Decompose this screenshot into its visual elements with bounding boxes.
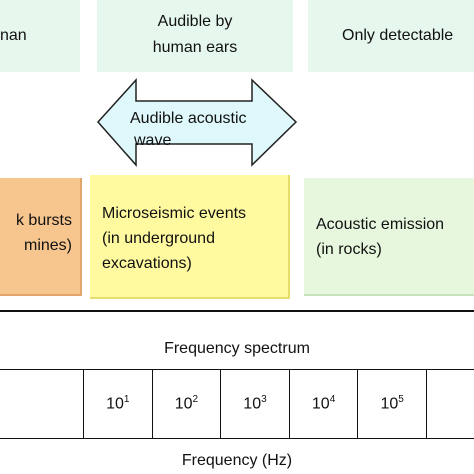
microseismic-line2: (in underground <box>102 230 215 247</box>
arrow-label-line1: Audible acoustic <box>130 110 247 127</box>
frequency-spectrum-table: 101 102 103 104 105 <box>0 369 474 439</box>
acoustic-emission-line2: (in rocks) <box>316 241 382 258</box>
freq-base: 10 <box>174 395 193 413</box>
audible-by-human-box: Audible by human ears <box>97 0 293 72</box>
freq-base: 10 <box>311 395 330 413</box>
freq-exp: 1 <box>123 394 130 406</box>
rock-bursts-line2: mines) <box>23 237 72 254</box>
rock-bursts-line1: k bursts <box>15 212 72 229</box>
microseismic-line3: excavations) <box>102 255 192 272</box>
acoustic-emission-box: Acoustic emission (in rocks) <box>304 178 474 296</box>
freq-exp: 2 <box>192 394 199 406</box>
audible-line1: Audible by <box>157 13 233 30</box>
only-detectable-label: Only detectable <box>342 27 454 44</box>
microseismic-line1: Microseismic events <box>102 205 247 222</box>
arrow-label-line2: wave <box>134 132 172 149</box>
human-label: nan <box>0 27 27 44</box>
freq-cell: 105 <box>357 369 427 439</box>
audible-line2: human ears <box>152 39 238 56</box>
divider <box>0 310 474 312</box>
human-audible-box-partial: nan <box>0 0 80 72</box>
arrow-label: Audible acoustic wave <box>120 108 270 152</box>
microseismic-box: Microseismic events (in underground exca… <box>90 175 290 299</box>
freq-cell: 102 <box>151 369 222 439</box>
freq-exp: 4 <box>329 394 336 406</box>
rock-bursts-box: k bursts mines) <box>0 178 82 296</box>
freq-base: 10 <box>106 395 124 413</box>
freq-exp: 3 <box>261 394 267 406</box>
acoustic-emission-line1: Acoustic emission <box>316 216 445 233</box>
freq-cell: 103 <box>220 369 290 439</box>
freq-exp: 5 <box>398 394 404 406</box>
freq-base: 10 <box>380 395 399 413</box>
freq-cell: 104 <box>288 369 359 439</box>
only-detectable-box: Only detectable <box>308 0 474 72</box>
freq-cell: 101 <box>83 369 153 439</box>
freq-base: 10 <box>243 395 262 413</box>
freq-cell <box>426 369 474 439</box>
axis-label: Frequency (Hz) <box>181 452 293 469</box>
freq-cell <box>0 369 84 439</box>
spectrum-title: Frequency spectrum <box>164 340 310 357</box>
